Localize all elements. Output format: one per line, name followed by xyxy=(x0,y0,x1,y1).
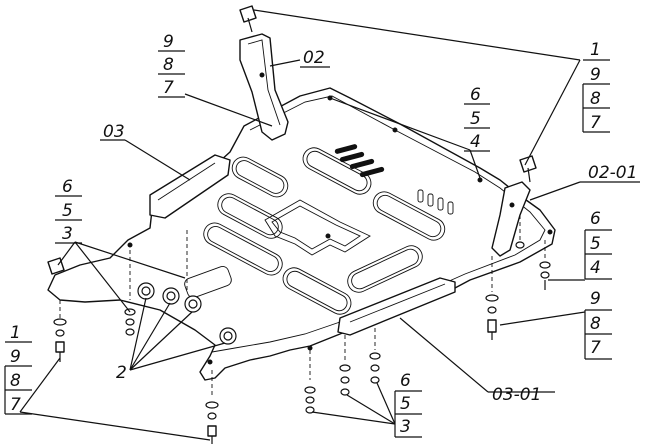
bracket-02-01 xyxy=(491,181,531,257)
callout-7: 7 xyxy=(590,113,601,133)
callout-9: 9 xyxy=(590,289,601,309)
label-bracket-02-01: 02-01 xyxy=(588,163,637,183)
callout-7: 7 xyxy=(590,338,601,358)
callout-5: 5 xyxy=(400,394,411,414)
callout-7: 7 xyxy=(163,78,174,98)
callout-9: 9 xyxy=(590,65,601,85)
callout-8: 8 xyxy=(590,89,601,109)
callout-8: 8 xyxy=(10,371,21,391)
callout-stack-right: 6 5 4 xyxy=(584,209,612,280)
callout-8: 8 xyxy=(590,314,601,334)
callout-8: 8 xyxy=(163,55,174,75)
plate-03 xyxy=(149,154,231,219)
callout-9: 9 xyxy=(10,347,21,367)
callout-stack-bottom-left: 1 9 8 7 xyxy=(4,323,32,415)
fastener-stacks xyxy=(53,215,551,444)
callout-1: 1 xyxy=(10,323,21,343)
callout-6: 6 xyxy=(62,177,73,197)
callout-6: 6 xyxy=(590,209,601,229)
callout-stack-left: 6 5 3 xyxy=(55,177,82,244)
label-nuts-2: 2 xyxy=(116,363,127,383)
callout-5: 5 xyxy=(62,201,73,221)
plate-03-01 xyxy=(337,277,456,336)
callout-stack-bottom-mid: 6 5 3 xyxy=(394,371,422,438)
callout-9: 9 xyxy=(163,32,174,52)
callout-stack-top-right: 1 9 8 7 xyxy=(582,40,610,133)
plate-ribs xyxy=(203,147,446,315)
label-bracket-02: 02 xyxy=(303,48,325,68)
label-plate-03-01: 03-01 xyxy=(492,385,541,405)
plate-inner-edge xyxy=(211,95,546,353)
callout-4: 4 xyxy=(590,258,601,278)
callout-stack-mid-right: 6 5 4 xyxy=(464,85,490,152)
callout-5: 5 xyxy=(470,109,481,129)
plate-vents xyxy=(184,144,454,299)
flange-nuts xyxy=(137,282,237,345)
leader-lines xyxy=(19,9,586,441)
callout-4: 4 xyxy=(470,132,481,152)
callout-3: 3 xyxy=(400,417,411,437)
callout-6: 6 xyxy=(470,85,481,105)
bolt-top-left xyxy=(239,5,257,33)
bolt-top-right xyxy=(519,155,537,183)
label-plate-03: 03 xyxy=(103,122,125,142)
callout-stack-top-left: 9 8 7 xyxy=(158,32,185,98)
callout-stack-right-lower: 9 8 7 xyxy=(584,289,612,360)
callout-6: 6 xyxy=(400,371,411,391)
callout-5: 5 xyxy=(590,234,601,254)
callout-3: 3 xyxy=(62,224,73,244)
callout-7: 7 xyxy=(10,395,21,415)
callout-1: 1 xyxy=(590,40,601,60)
